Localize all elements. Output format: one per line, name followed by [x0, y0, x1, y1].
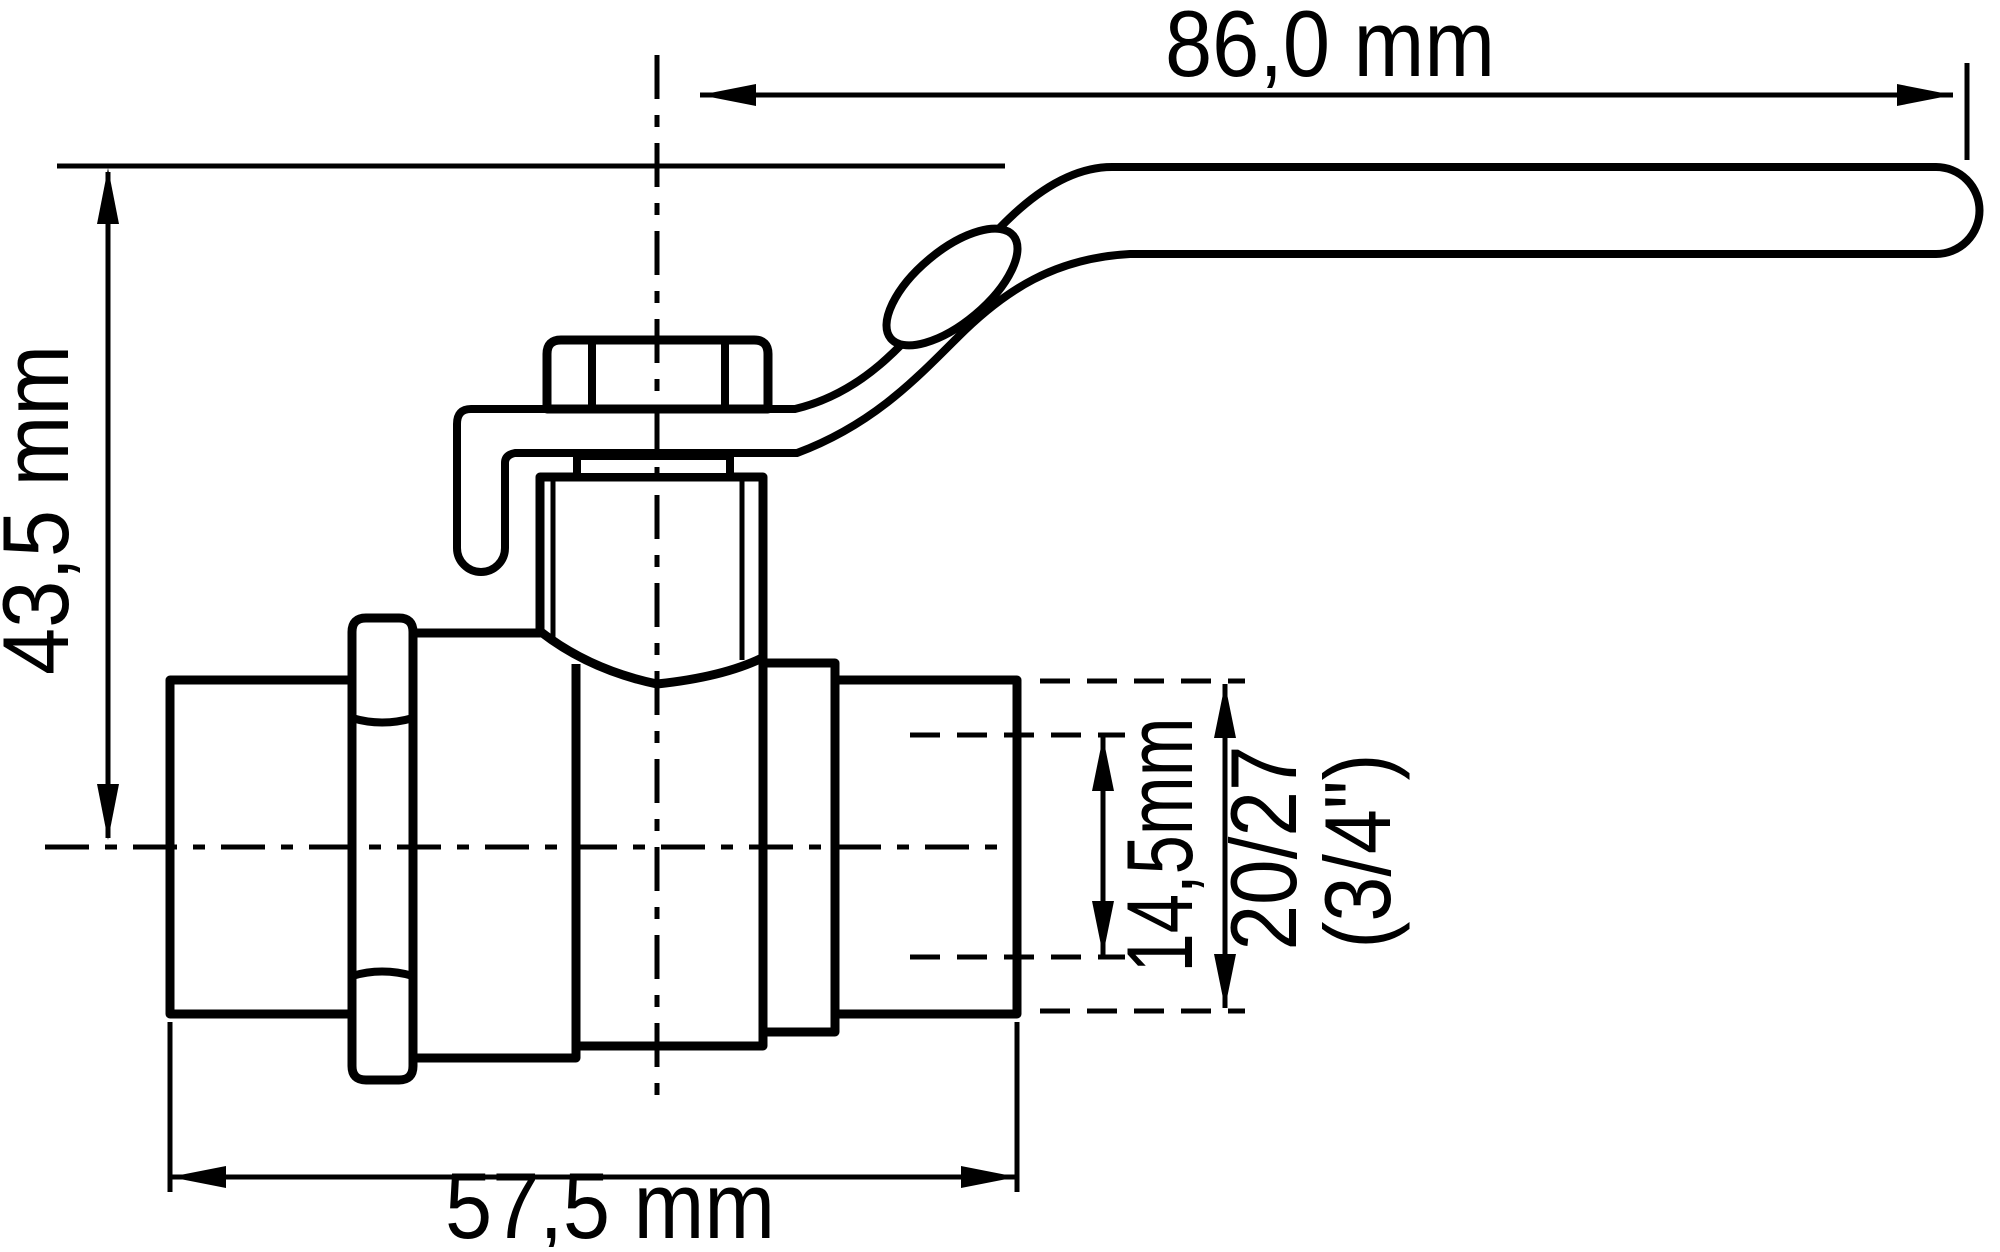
- arrowhead-down-icon: [1214, 954, 1236, 1008]
- valve-body: [408, 472, 840, 1063]
- arrowhead-right-icon: [1897, 84, 1953, 106]
- union-nut: [347, 613, 418, 1085]
- dimension-label-body-length: 57,5 mm: [445, 1153, 775, 1247]
- arrowhead-left-icon: [700, 84, 756, 106]
- stem-nut: [542, 335, 773, 414]
- union-nut-facet-top: [350, 714, 415, 727]
- handle-bend-oval: [882, 224, 1022, 350]
- dimension-label-thread-inch: (3/4"): [1305, 754, 1410, 949]
- dimension-label-height: 43,5 mm: [0, 345, 88, 675]
- gland-collar: [573, 452, 734, 481]
- dimension-label-bore: 14,5mm: [1107, 718, 1212, 973]
- arrowhead-left-icon: [170, 1166, 226, 1188]
- union-nut-facet-bottom: [350, 967, 415, 980]
- dimension-label-thread: 20/27: [1211, 746, 1316, 951]
- arrowhead-down-icon: [1092, 901, 1114, 955]
- arrowhead-up-icon: [1092, 737, 1114, 791]
- dimension-label-handle-length: 86,0 mm: [1165, 0, 1495, 96]
- arrowhead-up-icon: [1214, 684, 1236, 738]
- arrowhead-up-icon: [97, 168, 119, 224]
- arrowhead-right-icon: [961, 1166, 1017, 1188]
- arrowhead-down-icon: [97, 784, 119, 840]
